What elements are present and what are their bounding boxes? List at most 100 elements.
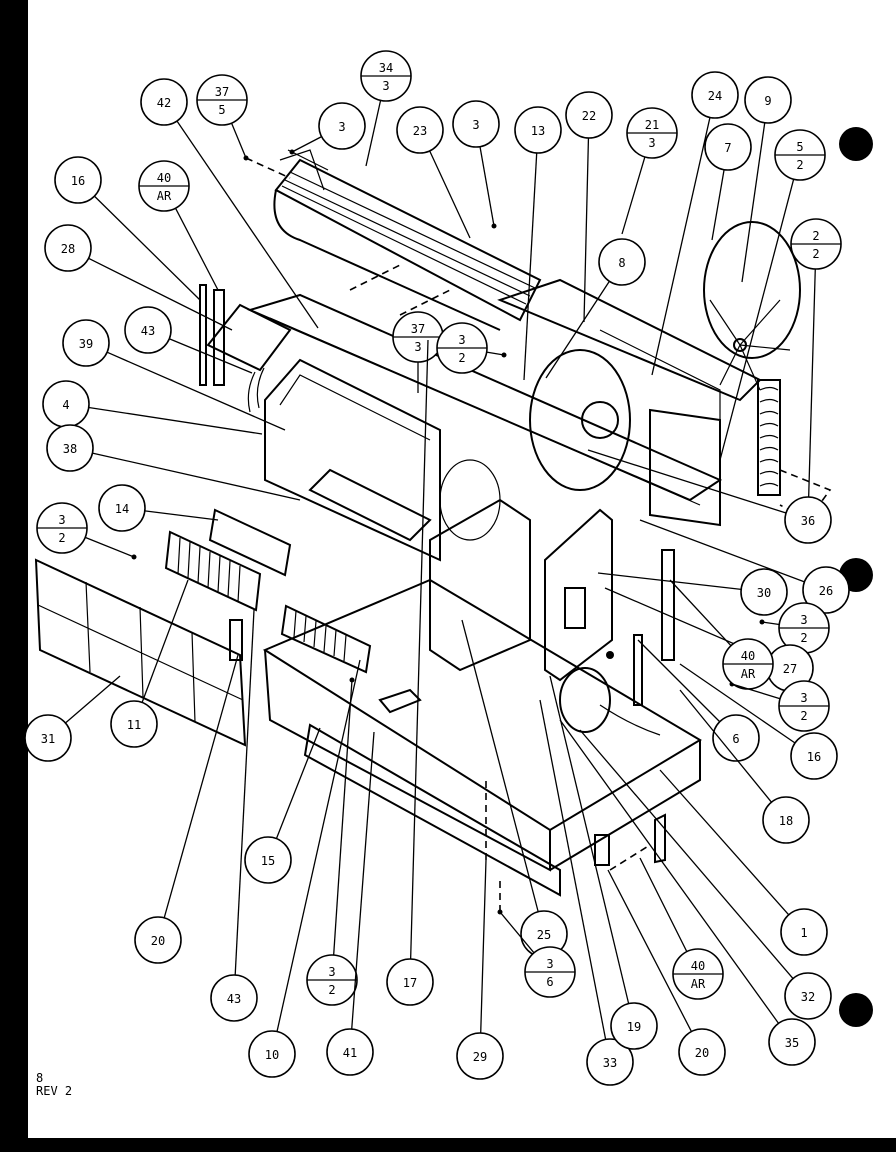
callout-bubble (24, 714, 72, 762)
part-number: 19 (627, 1020, 641, 1034)
part-number: 3 (338, 120, 345, 134)
leader-line (275, 727, 321, 839)
callout-bubble (386, 958, 434, 1006)
part-number: 14 (115, 502, 129, 516)
callout-23: 23 (396, 106, 471, 239)
leader-line (499, 911, 535, 954)
leader-line (479, 146, 495, 227)
leader-line (88, 257, 233, 331)
callout-bubble (598, 238, 646, 286)
leader-line (480, 859, 487, 1034)
leader-line (88, 406, 263, 435)
scroll-housing (429, 459, 531, 672)
quantity: 2 (796, 158, 803, 172)
callout-20: 20 (134, 654, 239, 964)
part-number: 20 (151, 934, 165, 948)
scan-border-bottom (0, 1138, 896, 1152)
leader-line (639, 519, 805, 583)
quantity: 3 (648, 136, 655, 150)
callout-bubble (704, 123, 752, 171)
part-number: 33 (603, 1056, 617, 1070)
quantity: 6 (546, 975, 553, 989)
part-number: 10 (265, 1048, 279, 1062)
leader-line (549, 675, 630, 1004)
callout-3: 3 (291, 102, 366, 153)
callout-bubble (62, 319, 110, 367)
compressor (559, 667, 661, 736)
callout-bubble (124, 306, 172, 354)
callout-bubble (456, 1032, 504, 1080)
callout-bubble (784, 972, 832, 1020)
part-number: 1 (800, 926, 807, 940)
callout-bubble (44, 224, 92, 272)
callout-41: 41 (326, 731, 375, 1076)
callout-30: 30 (597, 568, 788, 616)
part-number: 2 (812, 229, 819, 243)
quantity: 2 (58, 531, 65, 545)
callout-bubble (586, 1038, 634, 1086)
leader-line (539, 699, 607, 1040)
part-number: 3 (800, 691, 807, 705)
callout-11: 11 (110, 579, 189, 748)
callout-bubble (326, 1028, 374, 1076)
callout-bubble (210, 974, 258, 1022)
quantity: AR (691, 977, 706, 991)
part-number: 15 (261, 854, 275, 868)
callout-bubble (768, 1018, 816, 1066)
callout-bubble (610, 1002, 658, 1050)
part-number: 23 (413, 124, 427, 138)
part-number: 32 (801, 990, 815, 1004)
callout-13: 13 (514, 106, 562, 381)
part-number: 31 (41, 732, 55, 746)
part-number: 3 (800, 613, 807, 627)
callout-4: 4 (42, 380, 263, 435)
quantity: 3 (382, 79, 389, 93)
leader-line (639, 857, 688, 952)
callout-43: 43 (124, 306, 253, 374)
callout-3: 3 (452, 100, 500, 227)
part-number: 11 (127, 718, 141, 732)
callout-3-2: 32 (306, 679, 358, 1006)
callout-bubble (318, 102, 366, 150)
leader-line (333, 679, 353, 956)
part-number: 17 (403, 976, 417, 990)
leader-line (761, 621, 780, 626)
part-number: 3 (546, 957, 553, 971)
callout-32: 32 (579, 729, 832, 1020)
quantity: 5 (218, 103, 225, 117)
leader-line (679, 663, 796, 744)
leader-line (679, 689, 772, 803)
leader-line (669, 579, 732, 647)
callout-36: 36 (587, 449, 832, 544)
callout-bubble (248, 1030, 296, 1078)
callout-26: 26 (639, 519, 850, 614)
part-number: 16 (71, 174, 85, 188)
part-number: 34 (379, 61, 393, 75)
callout-18: 18 (679, 689, 810, 844)
part-number: 16 (807, 750, 821, 764)
part-number: 20 (695, 1046, 709, 1060)
callout-39: 39 (62, 319, 286, 431)
leader-line (65, 675, 121, 724)
binder-hole-mark (839, 993, 873, 1027)
callout-7: 7 (704, 123, 752, 241)
leader-line (711, 169, 725, 241)
leader-line (92, 452, 301, 501)
leader-line (106, 351, 286, 431)
part-number: 3 (328, 965, 335, 979)
callout-25: 25 (461, 619, 568, 958)
leader-line (486, 351, 505, 356)
callout-bubble (452, 100, 500, 148)
callout-bubble (46, 424, 94, 472)
callout-bubble (514, 106, 562, 154)
callout-10: 10 (248, 659, 361, 1078)
binder-hole-mark (839, 127, 873, 161)
part-number: 42 (157, 96, 171, 110)
callout-bubble (396, 106, 444, 154)
leader-line (234, 609, 255, 976)
callout-bubble (54, 156, 102, 204)
callout-28: 28 (44, 224, 233, 331)
callout-3-2: 32 (36, 502, 135, 558)
part-number: 24 (708, 89, 722, 103)
